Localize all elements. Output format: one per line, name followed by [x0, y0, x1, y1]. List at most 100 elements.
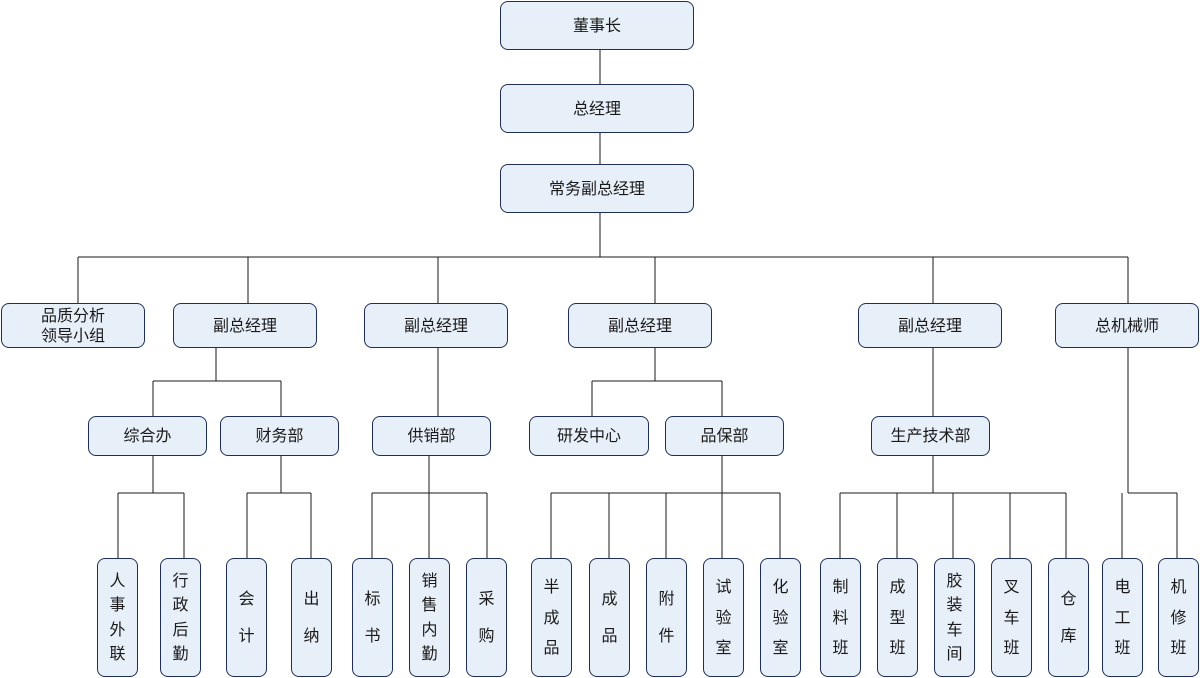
- char: 销: [421, 570, 438, 590]
- char: 车: [946, 619, 963, 639]
- char: 型: [889, 607, 906, 627]
- char: 标: [364, 589, 381, 608]
- char: 验: [715, 607, 732, 627]
- char: 仓: [1060, 589, 1077, 608]
- node-general-office: 综合办: [88, 416, 207, 456]
- node-accessories: 附件: [646, 558, 687, 677]
- char: 成: [543, 607, 560, 627]
- node-hr-external: 人事外联: [97, 558, 138, 677]
- char: 化: [772, 576, 789, 596]
- char: 叉: [1003, 576, 1020, 596]
- char: 政: [172, 595, 189, 615]
- char: 半: [543, 576, 560, 596]
- node-label: 副总经理: [607, 315, 672, 335]
- node-admin-logistics: 行政后勤: [160, 558, 201, 677]
- node-vice-gm-2: 副总经理: [364, 303, 508, 348]
- char: 品: [543, 638, 560, 658]
- char: 内: [421, 619, 438, 639]
- node-vice-gm-1: 副总经理: [173, 303, 317, 348]
- char: 会: [238, 589, 255, 608]
- char: 工: [1114, 607, 1131, 627]
- node-supply-sales-dept: 供销部: [372, 416, 491, 456]
- node-material-team: 制料班: [820, 558, 861, 677]
- node-label: 副总经理: [403, 315, 468, 335]
- node-cashier: 出纳: [291, 558, 332, 677]
- char: 勤: [172, 644, 189, 664]
- char: 验: [772, 607, 789, 627]
- char: 书: [364, 626, 381, 645]
- char: 品: [601, 626, 618, 645]
- char: 勤: [421, 644, 438, 664]
- node-label: 总机械师: [1094, 315, 1159, 335]
- char: 班: [889, 638, 906, 658]
- node-vice-gm-3: 副总经理: [568, 303, 712, 348]
- node-label: 董事长: [572, 15, 621, 35]
- char: 室: [715, 638, 732, 658]
- node-label: 综合办: [123, 426, 172, 445]
- node-label-line1: 品质分析: [40, 305, 105, 325]
- char: 室: [772, 638, 789, 658]
- char: 装: [946, 595, 963, 615]
- char: 成: [601, 589, 618, 608]
- node-purchasing: 采购: [466, 558, 507, 677]
- char: 后: [172, 619, 189, 639]
- char: 纳: [303, 626, 320, 645]
- char: 行: [172, 570, 189, 590]
- char: 胶: [946, 570, 963, 590]
- node-repair-team: 机修班: [1158, 558, 1199, 677]
- node-electrician-team: 电工班: [1102, 558, 1143, 677]
- node-bidding: 标书: [352, 558, 393, 677]
- node-label: 副总经理: [212, 315, 277, 335]
- char: 计: [238, 626, 255, 645]
- char: 制: [832, 576, 849, 596]
- char: 外: [109, 619, 126, 639]
- node-accounting: 会计: [226, 558, 267, 677]
- char: 班: [1003, 638, 1020, 658]
- char: 间: [946, 644, 963, 664]
- node-label-line2: 领导小组: [40, 325, 105, 345]
- char: 事: [109, 595, 126, 615]
- node-label: 副总经理: [897, 315, 962, 335]
- char: 售: [421, 595, 438, 615]
- node-chief-mechanic: 总机械师: [1055, 303, 1199, 348]
- node-forklift-team: 叉车班: [991, 558, 1032, 677]
- node-rnd-center: 研发中心: [529, 416, 649, 456]
- node-label: 研发中心: [556, 426, 621, 445]
- char: 人: [109, 570, 126, 590]
- char: 库: [1060, 626, 1077, 645]
- char: 班: [832, 638, 849, 658]
- node-label: 常务副总经理: [548, 178, 645, 198]
- node-general-manager: 总经理: [500, 84, 694, 133]
- node-forming-team: 成型班: [877, 558, 918, 677]
- node-glue-workshop: 胶装车间: [934, 558, 975, 677]
- node-finance-dept: 财务部: [220, 416, 339, 456]
- char: 车: [1003, 607, 1020, 627]
- node-quality-assurance-dept: 品保部: [665, 416, 784, 456]
- char: 班: [1170, 638, 1187, 658]
- char: 成: [889, 576, 906, 596]
- node-sales-internal: 销售内勤: [409, 558, 450, 677]
- char: 附: [658, 589, 675, 608]
- node-test-lab: 试验室: [703, 558, 744, 677]
- node-label: 品保部: [700, 426, 749, 445]
- char: 料: [832, 607, 849, 627]
- char: 修: [1170, 607, 1187, 627]
- node-label: 生产技术部: [890, 426, 971, 445]
- node-semi-finished: 半成品: [531, 558, 572, 677]
- char: 班: [1114, 638, 1131, 658]
- node-chemical-lab: 化验室: [760, 558, 801, 677]
- node-executive-vice-gm: 常务副总经理: [500, 164, 694, 213]
- node-finished-goods: 成品: [589, 558, 630, 677]
- node-vice-gm-4: 副总经理: [858, 303, 1002, 348]
- node-production-tech-dept: 生产技术部: [871, 416, 990, 456]
- node-chairman: 董事长: [500, 1, 694, 50]
- char: 购: [478, 626, 495, 645]
- char: 件: [658, 626, 675, 645]
- char: 采: [478, 589, 495, 608]
- node-label: 供销部: [407, 426, 456, 445]
- node-quality-analysis-group: 品质分析 领导小组: [1, 303, 145, 348]
- char: 机: [1170, 576, 1187, 596]
- char: 联: [109, 644, 126, 664]
